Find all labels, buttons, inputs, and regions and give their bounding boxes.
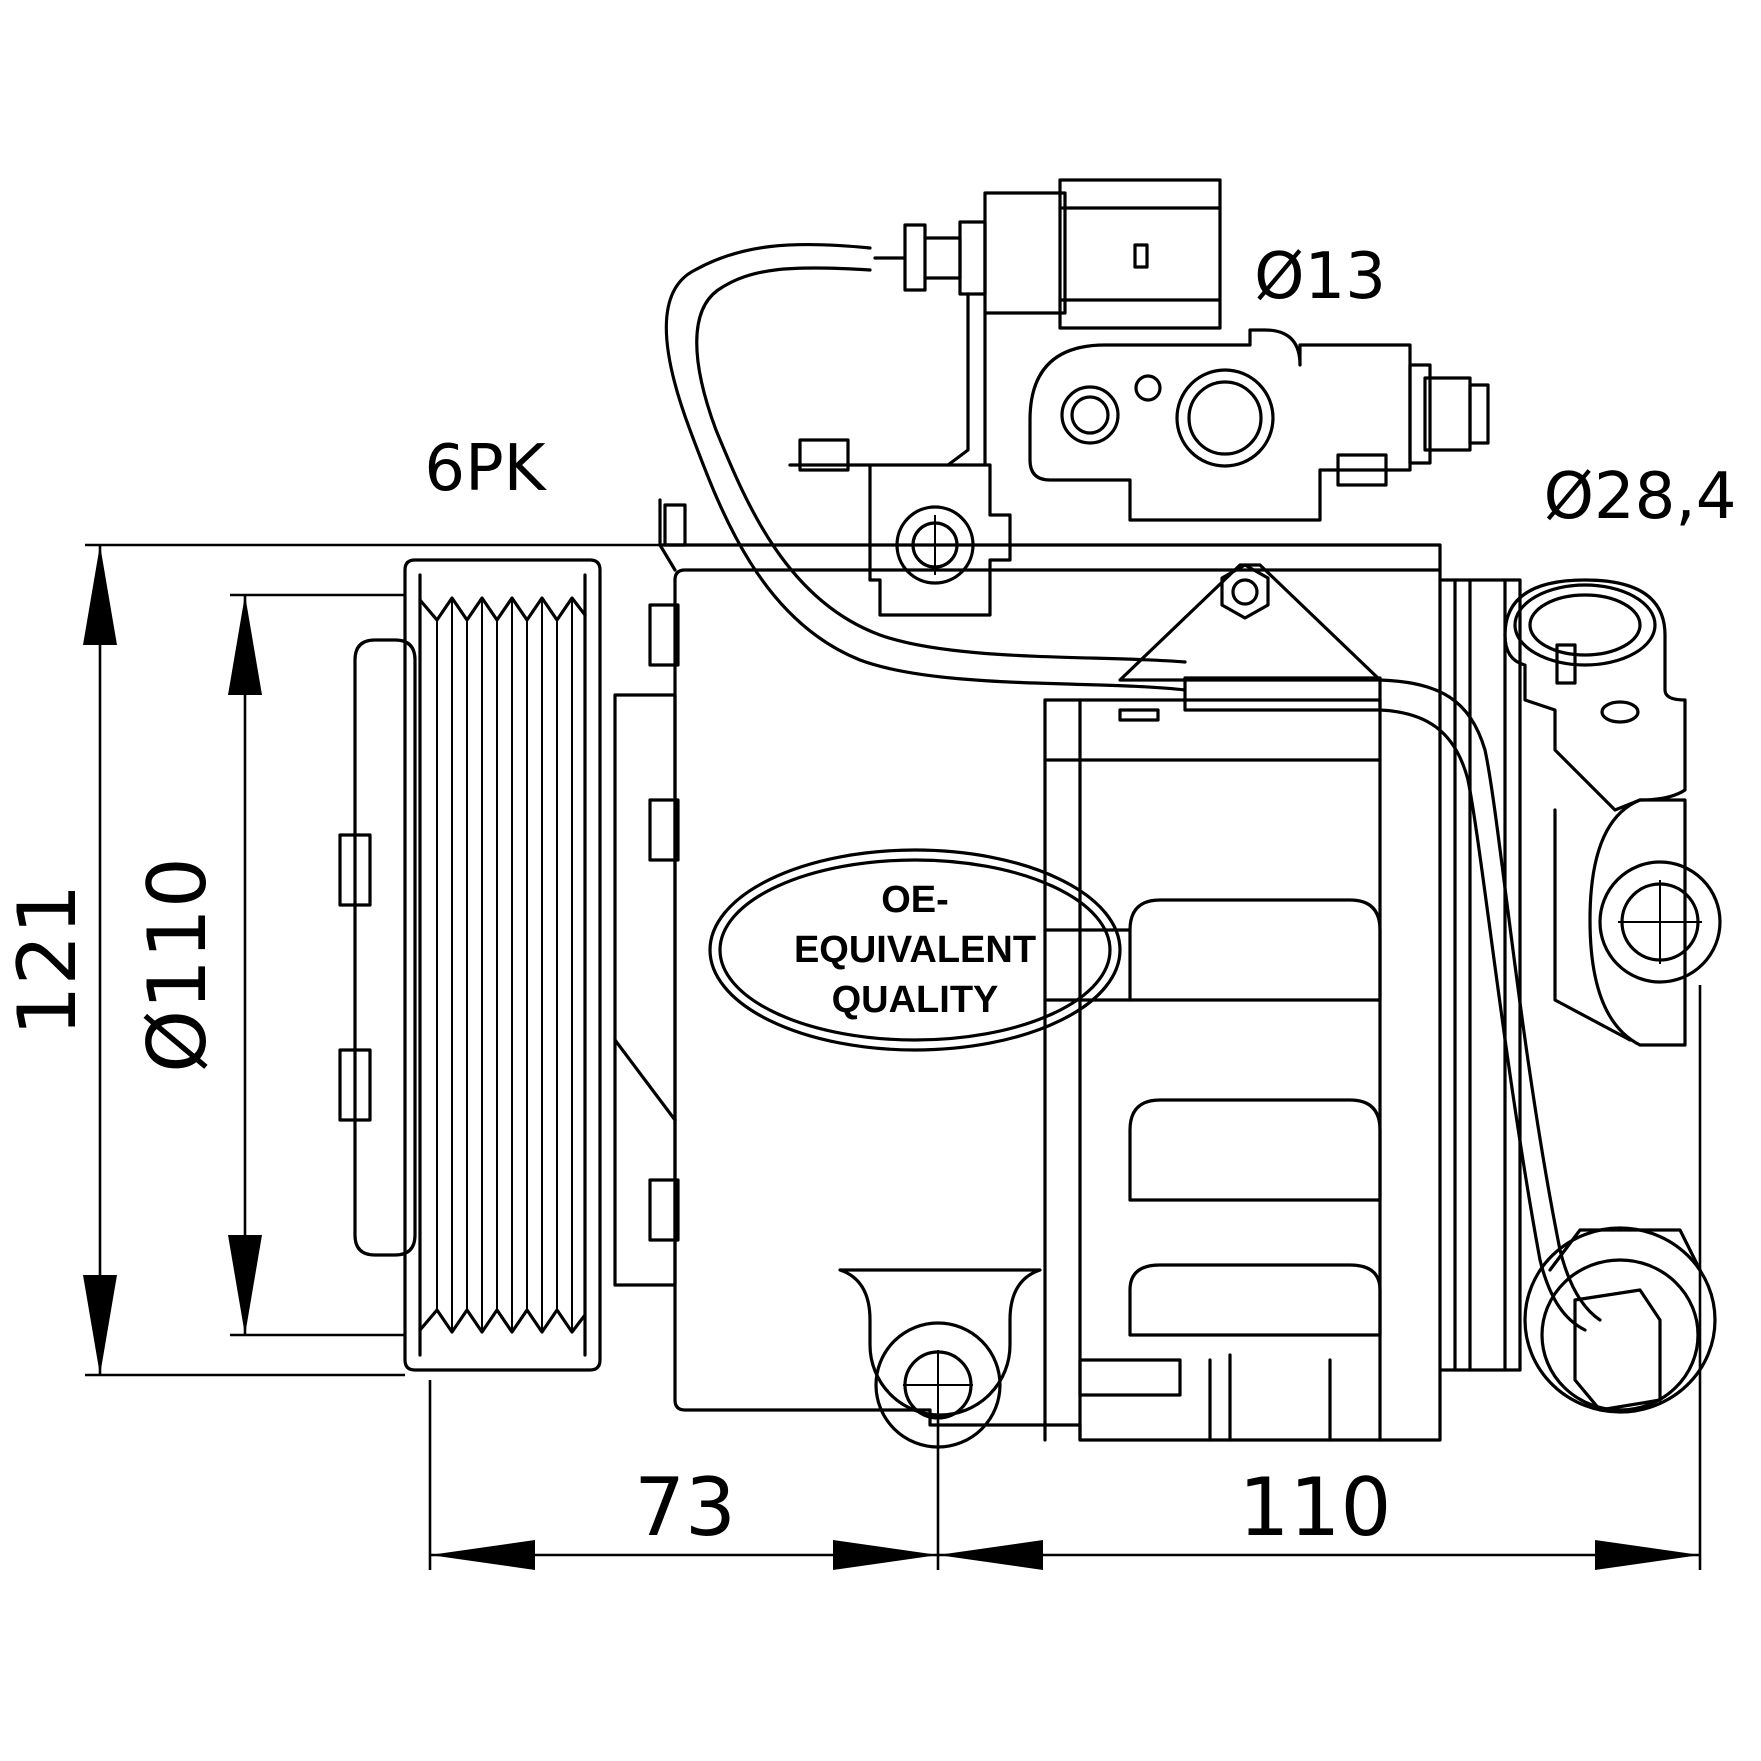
- connector-diameter-label: Ø13: [1254, 240, 1386, 314]
- dimension-horizontal: 73 110: [428, 985, 1702, 1570]
- pulley-diameter-value: Ø110: [131, 857, 224, 1073]
- suction-port-diameter-label: Ø28,4: [1544, 460, 1737, 534]
- valve-head: [788, 328, 1490, 722]
- rear-sensor-plug: [1523, 1226, 1717, 1414]
- suction-port: [1503, 578, 1722, 1047]
- wiring-harness: [664, 242, 1602, 1332]
- badge-line-1: OE-: [881, 879, 949, 921]
- badge-line-3: QUALITY: [832, 979, 999, 1021]
- belt-profile-label: 6PK: [424, 432, 547, 506]
- dimension-height: 121: [1, 543, 660, 1377]
- oe-quality-badge: OE- EQUIVALENT QUALITY: [708, 848, 1122, 1052]
- compressor-body: [613, 498, 1522, 1442]
- bottom-mount-ear: [838, 1268, 1042, 1449]
- pulley: [338, 558, 602, 1372]
- height-value: 121: [1, 884, 94, 1037]
- badge-line-2: EQUIVALENT: [794, 929, 1036, 971]
- pulley-offset-value: 73: [634, 1461, 736, 1554]
- electrical-connector: [873, 178, 1222, 467]
- dimension-pulley-diameter: Ø110: [131, 593, 405, 1337]
- mount-span-value: 110: [1239, 1461, 1392, 1554]
